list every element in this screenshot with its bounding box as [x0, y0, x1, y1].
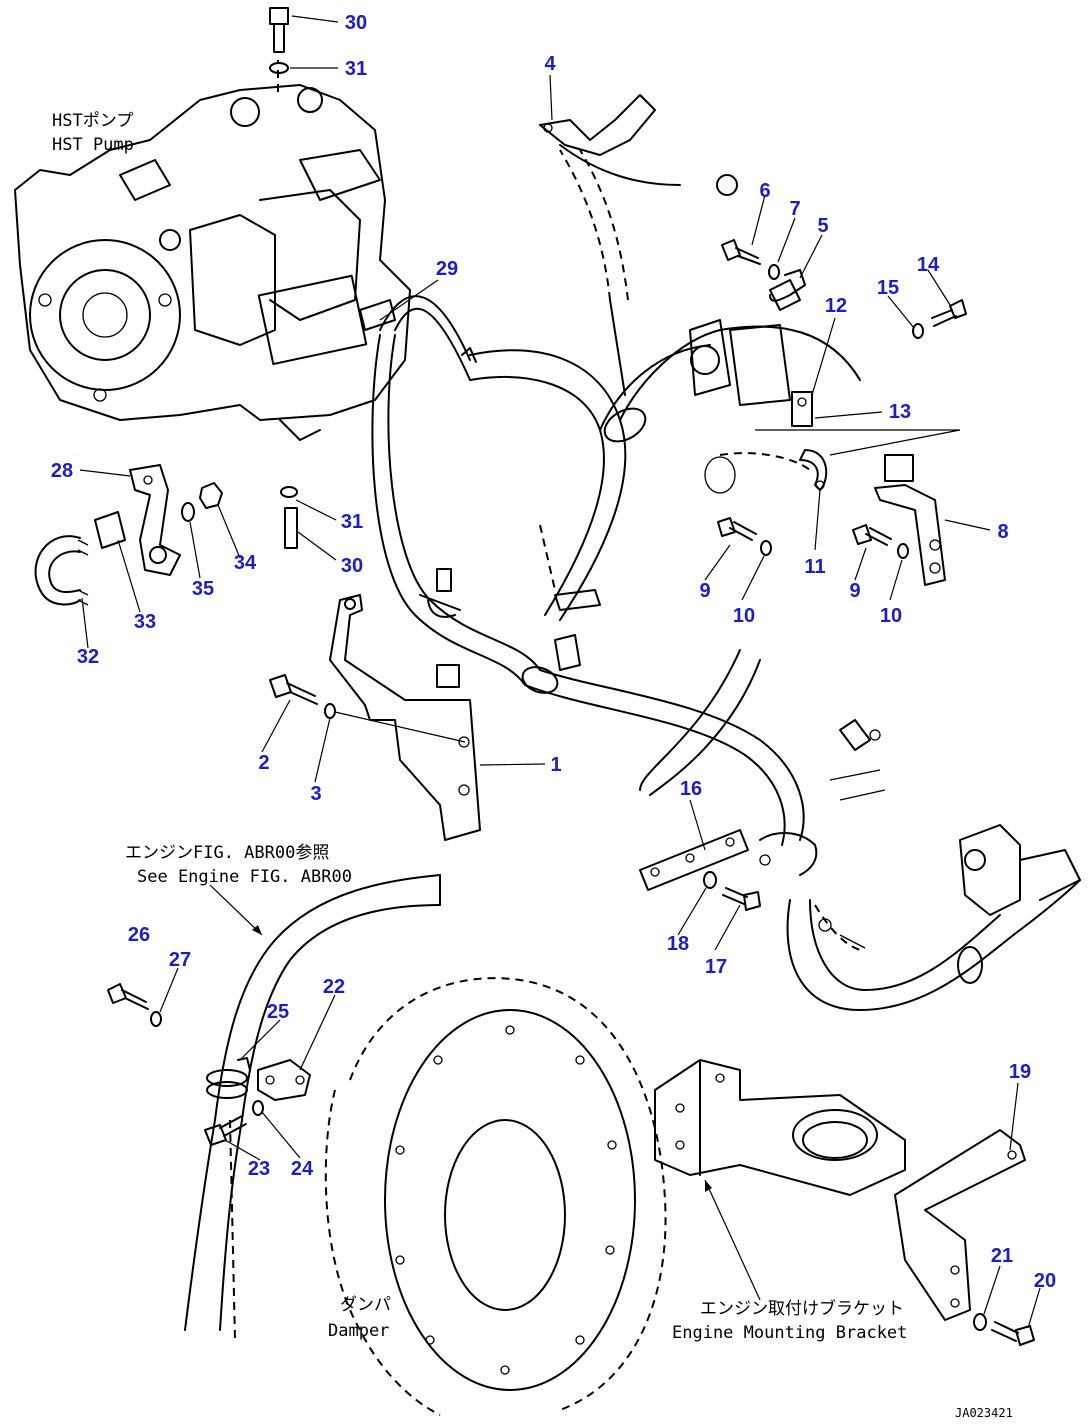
sensor-block — [689, 279, 801, 406]
nut-34 — [199, 482, 223, 509]
callout-28: 28 — [51, 460, 73, 482]
callout-21: 21 — [991, 1245, 1013, 1267]
callout-numbers: 30 31 4 6 7 5 29 12 14 15 13 8 11 9 10 9… — [51, 12, 1056, 1292]
hst-pump-label-jp: HSTポンプ — [52, 111, 133, 131]
callout-9-left: 9 — [699, 580, 710, 602]
bracket-arrow — [704, 1179, 761, 1301]
connector-4 — [539, 94, 738, 196]
connector-right — [959, 824, 1081, 916]
bracket-label-jp: エンジン取付けブラケット — [700, 1298, 904, 1319]
bolt-17 — [722, 887, 761, 911]
engine-ref-label-en: See Engine FIG. ABR00 — [137, 867, 352, 887]
u-bolt-32 — [34, 535, 89, 606]
callout-31-lower: 31 — [341, 511, 363, 533]
bolt-14 — [912, 299, 967, 339]
arrow-head — [252, 925, 262, 935]
plate-16 — [639, 829, 749, 891]
callout-8: 8 — [997, 521, 1008, 543]
hst-pump — [14, 60, 411, 441]
callout-2: 2 — [258, 752, 269, 774]
damper-label-jp: ダンパ — [340, 1295, 391, 1315]
callout-30-lower: 30 — [341, 555, 363, 577]
clamp-11 — [704, 449, 828, 494]
bolt-9-left — [717, 517, 772, 556]
callout-5: 5 — [817, 215, 828, 237]
callout-11: 11 — [804, 556, 825, 578]
bolt-26 — [107, 983, 162, 1027]
callout-4: 4 — [544, 53, 556, 75]
hst-pump-label-en: HST Pump — [52, 135, 134, 155]
callout-12: 12 — [825, 295, 847, 317]
washer-21 — [973, 1313, 987, 1331]
wiring-harness — [371, 144, 1081, 1011]
callout-9-right: 9 — [849, 580, 860, 602]
bolt-2 — [269, 674, 336, 719]
callout-3: 3 — [310, 783, 321, 805]
clamp-harness-16 — [759, 719, 886, 949]
engine-ref-arrow — [209, 884, 263, 936]
callout-29: 29 — [436, 258, 458, 280]
callout-1: 1 — [550, 754, 561, 776]
drawing-code: JA023421 — [955, 1406, 1013, 1420]
clamp-33 — [94, 511, 126, 549]
callout-10-left: 10 — [733, 605, 755, 627]
callout-27: 27 — [169, 949, 191, 971]
bracket-28 — [129, 464, 181, 576]
harness-clips — [419, 347, 601, 671]
washer-35 — [181, 502, 195, 522]
callout-33: 33 — [134, 611, 156, 633]
arrow-head-2 — [705, 1180, 712, 1192]
clamp-12 — [791, 391, 813, 427]
callout-14: 14 — [917, 254, 940, 276]
bracket-22 — [257, 1059, 311, 1101]
callout-19: 19 — [1009, 1061, 1031, 1083]
callout-24: 24 — [291, 1158, 314, 1180]
callout-32: 32 — [77, 646, 99, 668]
bracket-1 — [329, 594, 481, 841]
engine-hose — [184, 874, 441, 1341]
bracket-19 — [894, 1129, 1026, 1321]
callout-22: 22 — [323, 976, 345, 998]
engine-mounting-bracket — [654, 1059, 906, 1196]
callout-6: 6 — [759, 180, 770, 202]
callout-31-top: 31 — [345, 58, 367, 80]
bolt-6 — [721, 239, 806, 302]
washer-18 — [703, 871, 717, 889]
callout-25: 25 — [267, 1001, 289, 1023]
callout-13: 13 — [889, 401, 911, 423]
callout-35: 35 — [192, 578, 214, 600]
callout-16: 16 — [680, 778, 702, 800]
callout-34: 34 — [234, 552, 257, 574]
engine-ref-label-jp: エンジンFIG. ABR00参照 — [125, 843, 329, 863]
callout-26: 26 — [128, 924, 150, 946]
clamp-25 — [206, 1057, 251, 1099]
bolt-20 — [991, 1321, 1035, 1346]
callout-18: 18 — [667, 933, 689, 955]
callout-20: 20 — [1034, 1270, 1056, 1292]
bolt-30-lower — [280, 486, 298, 549]
bolt-30-top — [269, 7, 289, 74]
bracket-8 — [874, 454, 946, 586]
callout-leaders — [79, 15, 1041, 1329]
callout-23: 23 — [248, 1158, 270, 1180]
damper-label-en: Damper — [328, 1321, 389, 1341]
callout-17: 17 — [705, 956, 727, 978]
callout-15: 15 — [877, 277, 899, 299]
damper — [324, 977, 667, 1416]
bracket-label-en: Engine Mounting Bracket — [672, 1323, 907, 1343]
bolt-9-right — [852, 524, 909, 559]
callout-30-top: 30 — [345, 12, 367, 34]
callout-7: 7 — [789, 198, 800, 220]
callout-10-right: 10 — [880, 605, 902, 627]
